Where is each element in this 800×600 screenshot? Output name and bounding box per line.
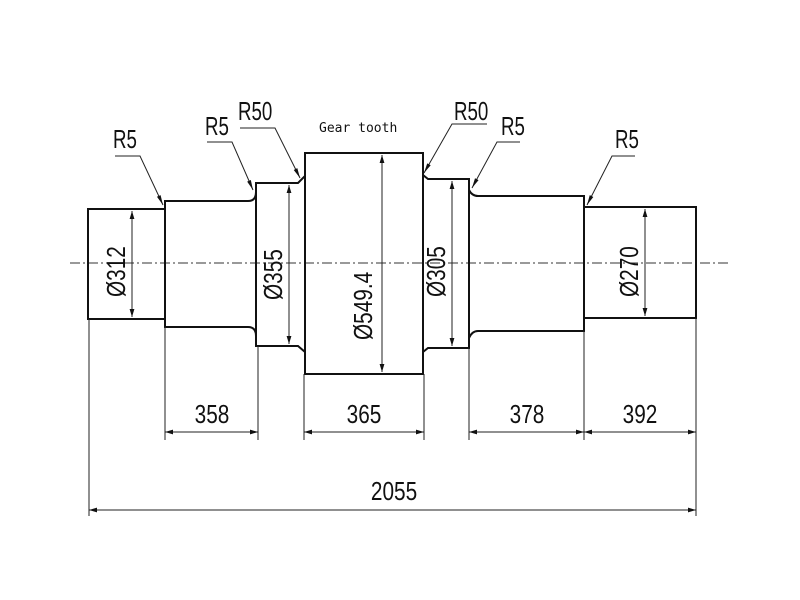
radius-label: R5	[615, 124, 639, 154]
length-dimensions: 358 365 378 392 2055	[89, 400, 696, 513]
extension-lines	[88, 318, 697, 516]
diameter-label: Ø355	[259, 249, 288, 300]
length-label: 365	[347, 400, 382, 429]
diameter-label: Ø312	[102, 246, 131, 297]
diameter-label: Ø305	[422, 246, 451, 297]
length-label: 392	[623, 400, 658, 429]
length-label: 378	[510, 400, 545, 429]
overall-length-label: 2055	[371, 477, 417, 506]
diameter-dimensions: Ø312 Ø355 Ø549.4 Ø305 Ø270	[102, 155, 648, 372]
radius-label: R50	[238, 96, 272, 126]
gear-tooth-label: Gear tooth	[319, 121, 397, 136]
diameter-label: Ø549.4	[349, 272, 378, 340]
length-label: 358	[195, 400, 230, 429]
radius-label: R5	[501, 111, 525, 141]
radius-label: R50	[454, 96, 488, 126]
radius-label: R5	[205, 111, 229, 141]
radius-leaders: R5 R5 R50 R50 R5 R5	[113, 96, 639, 206]
radius-label: R5	[113, 124, 137, 154]
diameter-label: Ø270	[615, 246, 644, 297]
